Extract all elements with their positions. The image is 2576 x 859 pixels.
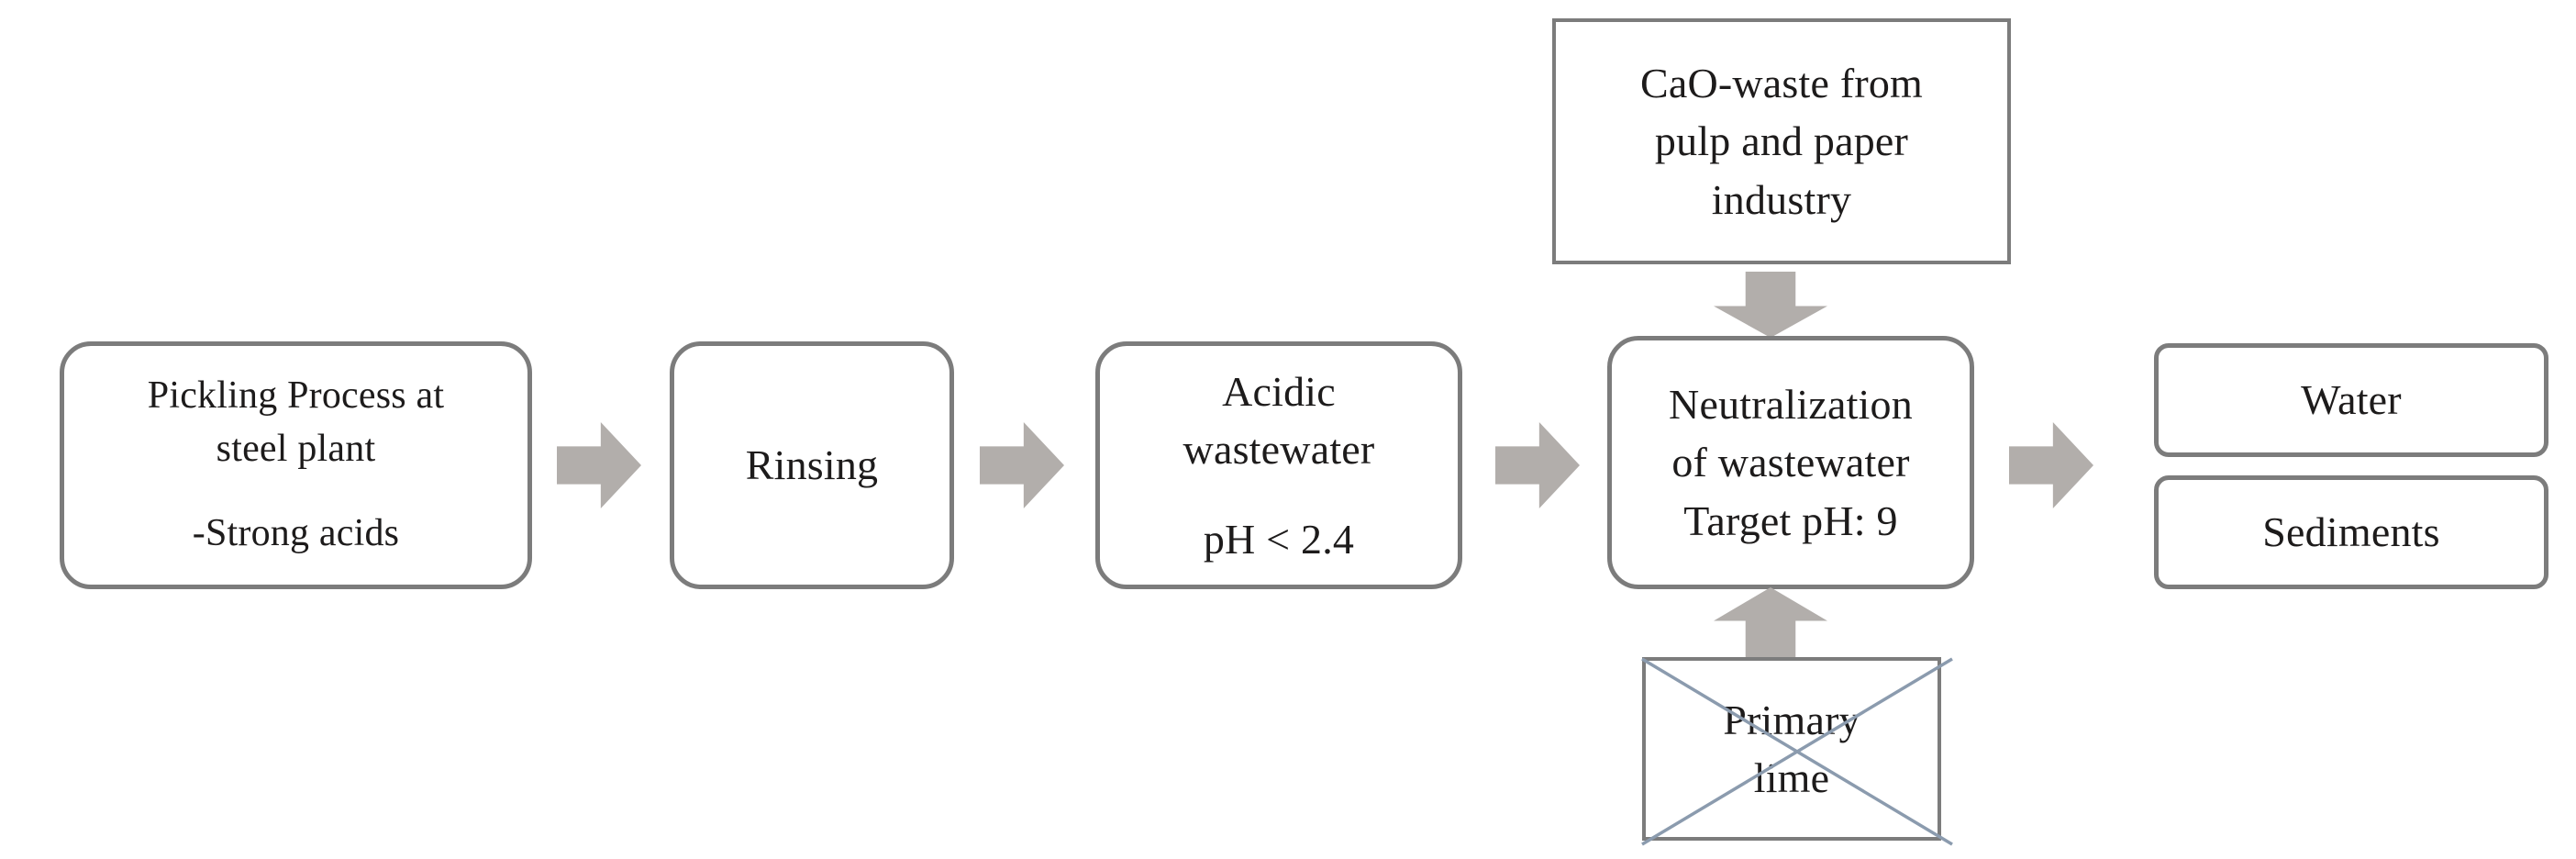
- node-acidic-wastewater: Acidic wastewater pH < 2.4: [1095, 341, 1462, 589]
- arrow-pickling-to-rinsing: [557, 422, 641, 508]
- node-rinsing: Rinsing: [670, 341, 954, 589]
- node-pickling-line-2: steel plant: [216, 428, 376, 471]
- node-pickling-line-3: -Strong acids: [192, 511, 400, 554]
- arrow-cao-waste-to-neutralization: [1714, 272, 1827, 338]
- node-primary-lime-line-2: lime: [1753, 754, 1830, 801]
- node-neutralization: Neutralization of wastewater Target pH: …: [1607, 336, 1974, 589]
- node-neutralization-line-3: Target pH: 9: [1683, 496, 1898, 544]
- node-cao-line-3: industry: [1711, 175, 1852, 223]
- arrow-primary-lime-to-neutralization: [1714, 587, 1827, 657]
- node-pickling-line-1: Pickling Process at: [147, 374, 445, 418]
- node-cao-line-2: pulp and paper: [1654, 117, 1909, 165]
- node-sediments: Sediments: [2154, 475, 2548, 589]
- node-primary-lime-line-1: Primary: [1723, 696, 1860, 743]
- node-acidic-line-2: wastewater: [1183, 426, 1375, 474]
- node-pickling-process: Pickling Process at steel plant -Strong …: [60, 341, 532, 589]
- node-cao-line-1: CaO-waste from: [1639, 59, 1924, 106]
- node-water-label: Water: [2301, 376, 2402, 424]
- arrow-neutralization-to-outputs: [2009, 422, 2093, 508]
- node-rinsing-label: Rinsing: [745, 441, 879, 489]
- node-primary-lime: Primary lime: [1642, 657, 1941, 841]
- arrow-rinsing-to-acidic-wastewater: [980, 422, 1064, 508]
- node-water: Water: [2154, 343, 2548, 457]
- node-neutralization-line-2: of wastewater: [1671, 439, 1910, 486]
- arrow-acidic-wastewater-to-neutralization: [1495, 422, 1580, 508]
- node-cao-waste: CaO-waste from pulp and paper industry: [1552, 18, 2011, 264]
- node-neutralization-line-1: Neutralization: [1669, 380, 1913, 428]
- node-acidic-line-1: Acidic: [1222, 367, 1336, 415]
- node-sediments-label: Sediments: [2262, 508, 2440, 556]
- node-acidic-line-3: pH < 2.4: [1203, 515, 1355, 563]
